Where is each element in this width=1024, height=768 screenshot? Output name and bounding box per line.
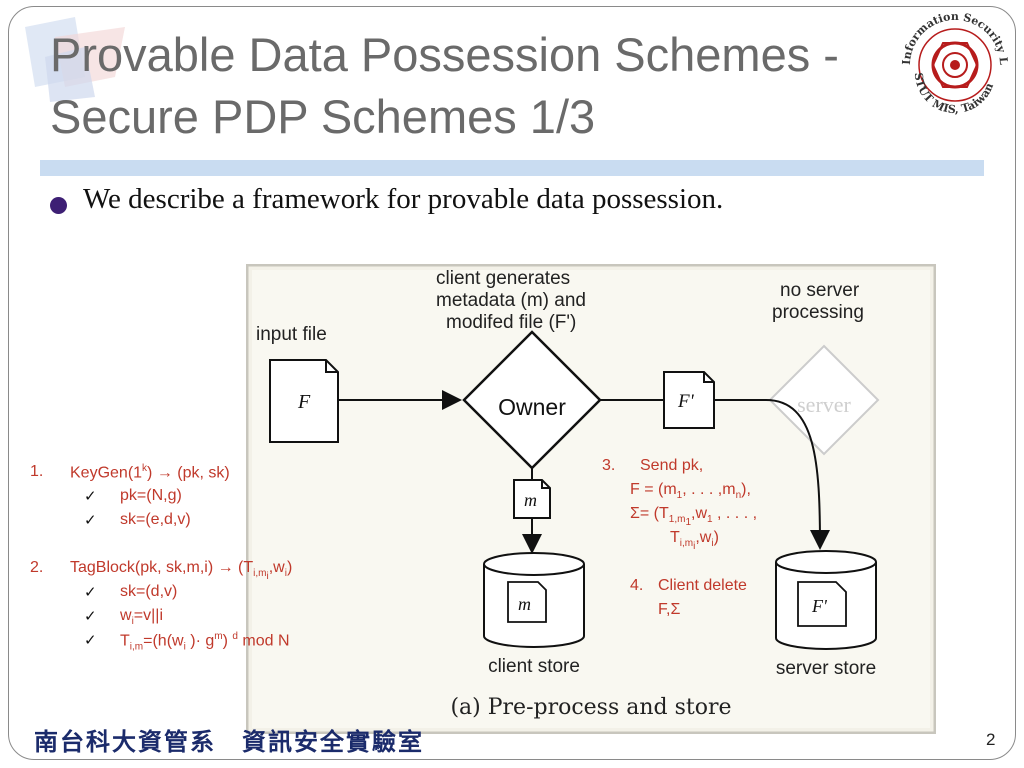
pdp-diagram: input file client generates metadata (m)… (246, 264, 936, 734)
client-store-m-label: m (518, 594, 531, 614)
step-4-line-2: F,Σ (658, 601, 681, 618)
file-F-prime-icon: F' (663, 371, 715, 429)
step-3-line-1: Send pk, (640, 457, 704, 474)
logo-text-top: Information Security Lab. (893, 3, 1010, 65)
label-processing: processing (772, 302, 864, 323)
label-no-server: no server (780, 280, 860, 301)
footer-department: 南台科大資管系 資訊安全實驗室 (34, 727, 424, 756)
file-m-icon: m (513, 479, 551, 519)
client-store-icon: m (483, 552, 585, 648)
file-F-icon: F (269, 359, 339, 443)
check-icon: ✓ (84, 584, 97, 601)
step-3-number: 3. (602, 457, 616, 474)
step-2-number: 2. (30, 559, 44, 576)
step-1-text: KeyGen(1k) → (pk, sk) (70, 463, 230, 482)
label-client-generates: client generates (436, 268, 570, 289)
step-4-line-1: Client delete (658, 577, 747, 594)
server-store-F-label: F' (811, 596, 828, 616)
step-2-T: Ti,m=(h(wi )· gm) d mod N (120, 631, 290, 653)
svg-text:STUT MIS, Taiwan: STUT MIS, Taiwan (912, 72, 996, 116)
step-1-pk: pk=(N,g) (120, 487, 182, 504)
file-F-label: F (297, 391, 311, 413)
step-3-line-2: F = (m1, . . . ,mn), (630, 481, 751, 502)
check-icon: ✓ (84, 608, 97, 625)
step-4-number: 4. (630, 577, 644, 594)
file-F-prime-label: F' (677, 391, 695, 412)
title-underline-bar (40, 160, 984, 176)
server-diamond-icon: server (768, 344, 880, 456)
check-icon: ✓ (84, 632, 97, 649)
decorative-shapes-icon (25, 17, 125, 102)
label-metadata: metadata (m) and (436, 290, 586, 311)
page-number: 2 (986, 730, 996, 749)
check-icon: ✓ (84, 488, 97, 505)
label-modified-file: modifed file (F') (446, 312, 576, 333)
step-2-sk: sk=(d,v) (120, 583, 178, 600)
step-3-line-4: Ti,mi,wi) (670, 529, 719, 553)
server-store-label: server store (776, 658, 876, 679)
step-2-text: TagBlock(pk, sk,m,i) → (Ti,mi,wi) (70, 559, 293, 583)
bullet-marker (50, 197, 67, 214)
logo-text-bottom: STUT MIS, Taiwan (912, 72, 996, 116)
owner-label: Owner (498, 394, 566, 420)
svg-text:Information Security Lab.: Information Security Lab. (893, 3, 1010, 65)
step-2-w: wi=v||i (120, 607, 164, 628)
server-store-icon: F' (775, 550, 877, 650)
file-m-label: m (524, 490, 537, 510)
slide-title: Provable Data Possession Schemes - Secur… (50, 24, 839, 148)
check-icon: ✓ (84, 512, 97, 529)
title-line-1: Provable Data Possession Schemes - (50, 28, 839, 81)
label-input-file: input file (256, 324, 327, 345)
server-label: server (797, 392, 851, 417)
title-line-2: Secure PDP Schemes 1/3 (50, 90, 596, 143)
step-3-line-3: Σ= (T1,m1,w1 , . . . , (630, 505, 758, 529)
step-1-number: 1. (30, 463, 44, 480)
step-1-sk: sk=(e,d,v) (120, 511, 191, 528)
owner-diamond-icon: Owner (462, 330, 602, 470)
lab-logo-icon: Information Security Lab. STUT MIS, Taiw… (893, 3, 1010, 116)
bullet-text: We describe a framework for provable dat… (83, 183, 724, 215)
figure-caption: (a) Pre-process and store (450, 695, 731, 720)
client-store-label: client store (488, 656, 580, 677)
